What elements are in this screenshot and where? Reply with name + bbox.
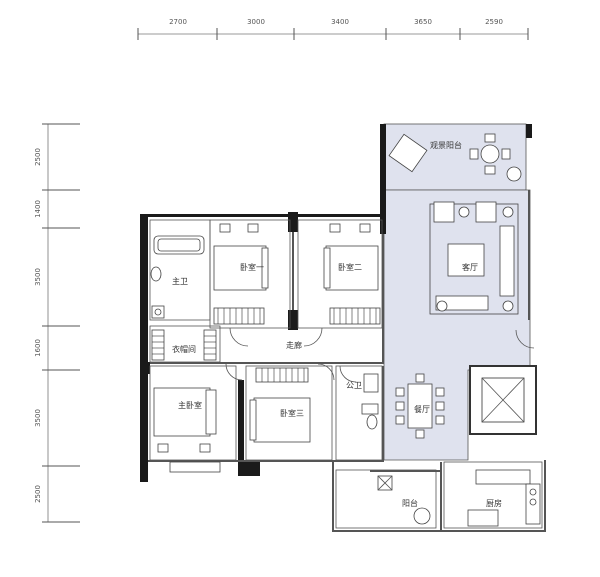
left-dimension-5: 3500	[34, 409, 42, 427]
top-dimension-bar: 2700 3000 3400 3650 2590	[137, 18, 529, 40]
balcony-table	[480, 144, 500, 164]
left-dimension-bar: 2500 1400 3500 1600 3500 2500	[34, 123, 80, 523]
bed-master-bedroom	[153, 387, 211, 437]
shower	[363, 373, 379, 393]
wardrobe-bedroom-two	[329, 307, 381, 325]
door-bedroom-one	[229, 327, 249, 347]
sofa	[499, 225, 515, 297]
furniture	[150, 133, 541, 527]
top-dimension-4: 3650	[414, 18, 432, 26]
closet-shelf-right	[203, 329, 217, 361]
walls	[140, 124, 546, 532]
bed-bedroom-two	[325, 245, 379, 291]
door-master-bedroom	[225, 363, 243, 381]
tv-cabinet	[435, 295, 489, 311]
label-balcony: 阳台	[402, 498, 418, 508]
wardrobe-bedroom-three	[255, 367, 309, 383]
door-public-bath	[339, 365, 357, 383]
label-bedroom-three: 卧室三	[280, 408, 304, 418]
wardrobe-bedroom-one	[213, 307, 265, 325]
left-dimension-6: 2500	[34, 485, 42, 503]
top-dimension-2: 3000	[247, 18, 265, 26]
plant	[506, 166, 522, 182]
armchair-right	[475, 201, 497, 223]
door-bedroom-three	[317, 363, 335, 381]
label-viewing-balcony: 观景阳台	[430, 140, 462, 150]
label-master-bedroom: 主卧室	[178, 400, 202, 410]
top-dimension-3: 3400	[331, 18, 349, 26]
label-bedroom-two: 卧室二	[338, 262, 362, 272]
top-dimension-1: 2700	[169, 18, 187, 26]
left-dimension-3: 3500	[34, 268, 42, 286]
dining-table	[407, 383, 433, 429]
label-dining-room: 餐厅	[414, 405, 430, 414]
kitchen-counter-top	[475, 469, 531, 485]
entry-door	[515, 329, 535, 349]
left-dimension-2: 1400	[34, 200, 42, 218]
label-master-bathroom: 主卫	[172, 276, 188, 286]
label-walk-in-closet: 衣帽间	[172, 344, 196, 354]
label-public-bathroom: 公卫	[346, 381, 362, 390]
door-bedroom-two	[303, 327, 323, 347]
room-labels: 观景阳台 客厅 餐厅 卧室一 卧室二 卧室三 主卧室 主卫 衣帽间 走廊 公卫 …	[172, 140, 502, 508]
label-living-room: 客厅	[462, 262, 478, 272]
label-bedroom-one: 卧室一	[240, 262, 264, 272]
lounge-chair	[388, 133, 428, 173]
left-dimension-1: 2500	[34, 148, 42, 166]
kitchen-sink	[467, 509, 499, 527]
toilet	[150, 266, 162, 282]
room-outlines	[149, 219, 543, 529]
label-kitchen: 厨房	[486, 498, 502, 508]
bed-bedroom-three	[253, 397, 311, 443]
toilet-public	[366, 414, 378, 430]
closet-shelf-left	[151, 329, 165, 361]
armchair-left	[433, 201, 455, 223]
balcony-plant	[413, 507, 431, 525]
label-corridor: 走廊	[286, 340, 302, 350]
top-dimension-5: 2590	[485, 18, 503, 26]
coffee-table	[447, 243, 485, 277]
left-dimension-4: 1600	[34, 339, 42, 357]
